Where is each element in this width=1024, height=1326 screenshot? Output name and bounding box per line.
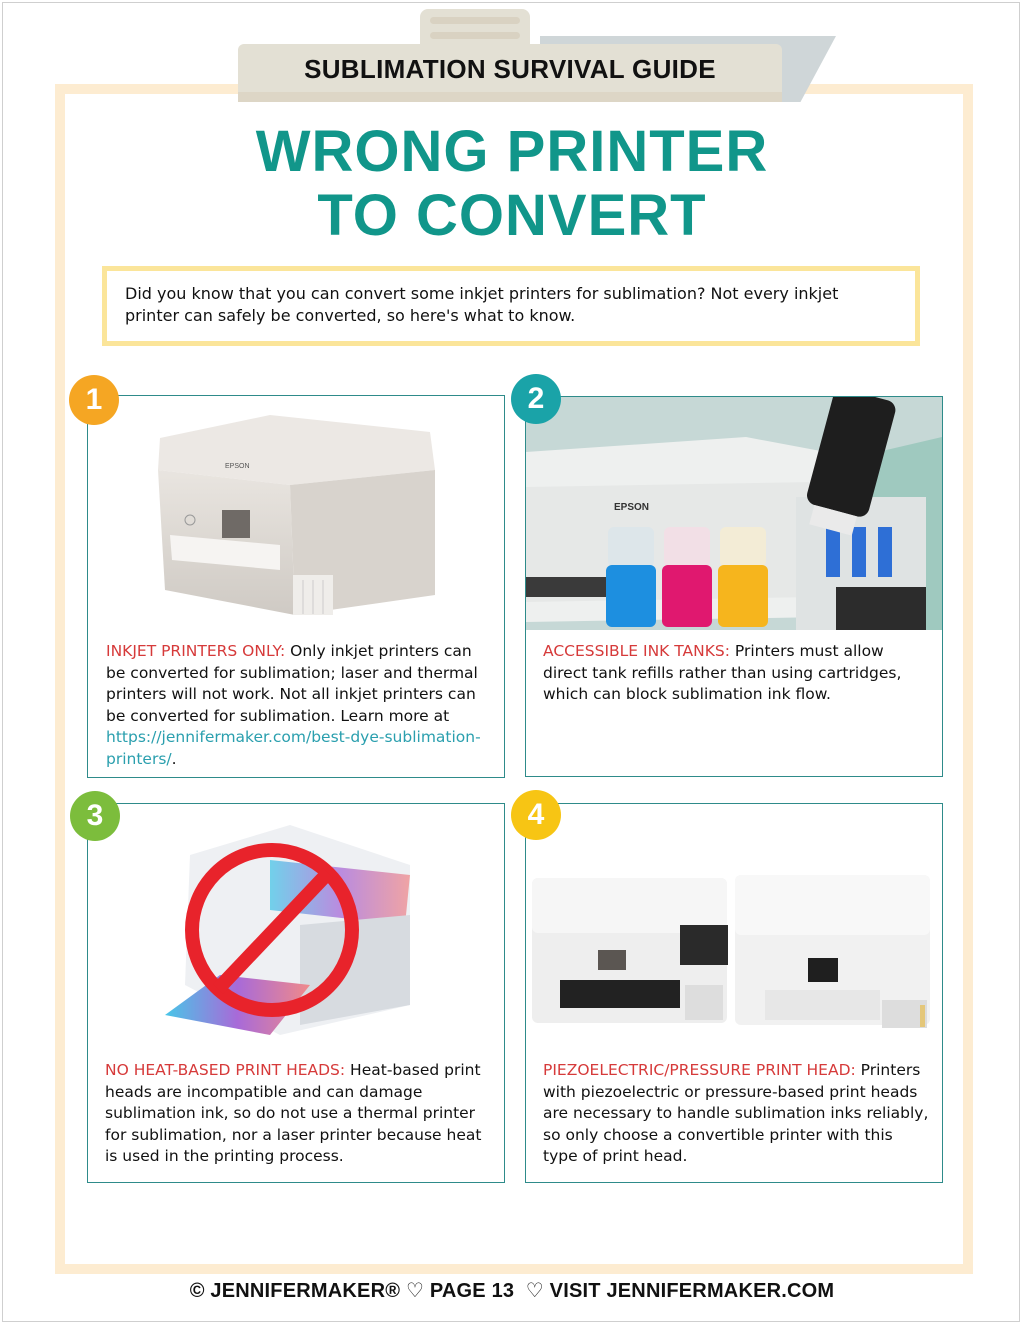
footer-page-number: PAGE 13: [429, 1280, 515, 1302]
card-lead-4: PIEZOELECTRIC/PRESSURE PRINT HEAD:: [543, 1061, 856, 1079]
card-lead-2: ACCESSIBLE INK TANKS:: [543, 642, 730, 660]
svg-text:EPSON: EPSON: [614, 502, 649, 513]
ink-bottles-image: EPSON: [526, 397, 942, 630]
card-text-1: INKJET PRINTERS ONLY: Only inkjet printe…: [106, 641, 492, 771]
intro-callout: Did you know that you can convert some i…: [102, 266, 920, 346]
best-printers-link[interactable]: https://jennifermaker.com/best-dye-subli…: [106, 728, 481, 768]
clip-bar: [430, 32, 520, 39]
two-printers-image: [530, 870, 935, 1035]
step-badge-1: 1: [69, 375, 119, 425]
header-tab: [238, 44, 782, 102]
card-body-1: Only inkjet printers can be converted fo…: [106, 642, 478, 725]
card-text-4: PIEZOELECTRIC/PRESSURE PRINT HEAD: Print…: [543, 1060, 929, 1168]
step-badge-2: 2: [511, 374, 561, 424]
card-body-2: Printers must allow direct tank refills …: [543, 642, 902, 704]
footer-visit-link[interactable]: VISIT JENNIFERMAKER.COM: [549, 1280, 835, 1302]
laser-printer-prohibited-image: [160, 815, 420, 1045]
card-lead-3: NO HEAT-BASED PRINT HEADS:: [105, 1061, 346, 1079]
card-body-3: Heat-based print heads are incompatible …: [105, 1061, 482, 1166]
svg-text:EPSON: EPSON: [225, 463, 250, 470]
guide-title: SUBLIMATION SURVIVAL GUIDE: [304, 54, 716, 84]
step-badge-3: 3: [70, 791, 120, 841]
intro-text: Did you know that you can convert some i…: [125, 284, 839, 325]
card-text-3: NO HEAT-BASED PRINT HEADS: Heat-based pr…: [105, 1060, 495, 1168]
card-text-2: ACCESSIBLE INK TANKS: Printers must allo…: [543, 641, 929, 706]
page-title-line2: TO CONVERT: [317, 183, 707, 248]
clip-bar: [430, 17, 520, 24]
printer-image-1: EPSON: [150, 410, 445, 625]
card-tail-1: .: [171, 749, 177, 768]
header-tab-clip: [420, 9, 530, 49]
page-title-line1: WRONG PRINTER: [255, 119, 769, 184]
page-footer: © JENNIFERMAKER® ♡ PAGE 13 ♡ VISIT JENNI…: [0, 1278, 1024, 1303]
step-badge-4: 4: [511, 790, 561, 840]
heart-icon: ♡: [405, 1280, 425, 1302]
card-body-4: Printers with piezoelectric or pressure-…: [543, 1061, 929, 1166]
heart-icon: ♡: [525, 1280, 544, 1302]
card-lead-1: INKJET PRINTERS ONLY:: [106, 642, 286, 660]
footer-copyright: © JENNIFERMAKER®: [189, 1280, 401, 1302]
